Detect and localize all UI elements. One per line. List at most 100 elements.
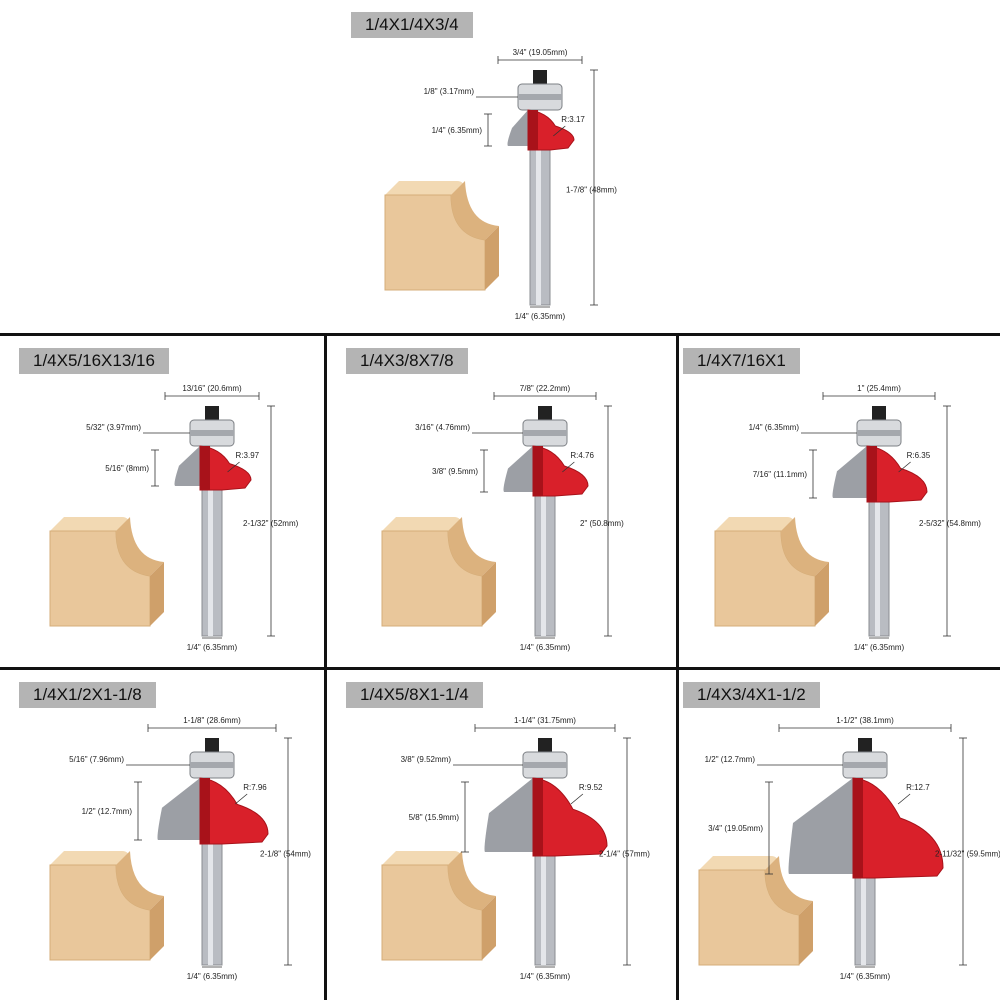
product-panel-1: 1/4X1/4X3/4 3/4" (19.05mm) 1/8" (3.17mm) 1/… (0, 0, 1000, 333)
product-panel-3: 1/4X3/8X7/8 7/8" (22.2mm)3/16" (4.76mm)3/… (327, 336, 676, 667)
wood-profile-face (116, 851, 164, 910)
bearing-groove (190, 762, 234, 768)
radius-pointer (570, 793, 584, 805)
bearing-groove (518, 94, 562, 100)
router-bit (507, 70, 575, 306)
wood-side-face (485, 226, 499, 290)
overall-length-label: 2-1/32" (52mm) (243, 519, 299, 528)
wood-sample (714, 517, 829, 627)
wood-sample (384, 181, 499, 291)
radius-pointer (898, 461, 911, 473)
divider-top (0, 333, 1000, 336)
overall-width-label: 7/8" (22.2mm) (520, 384, 571, 393)
carbide-tip (832, 446, 867, 498)
bearing-offset-label: 5/16" (7.96mm) (69, 755, 124, 764)
wood-top-face (715, 517, 795, 531)
router-bit-diagram: 13/16" (20.6mm) 5/32" (3.97mm) 5/16" (8mm)… (49, 384, 299, 652)
router-bit-diagram: 7/8" (22.2mm)3/16" (4.76mm)3/8" (9.5mm)R… (381, 384, 624, 652)
bearing-screw (538, 406, 552, 420)
wood-side-face (482, 562, 496, 626)
carbide-tip (174, 446, 200, 486)
cutter-shade (533, 778, 543, 856)
size-title-tag: 1/4X3/4X1-1/2 (683, 682, 820, 708)
router-bit-diagram: 1-1/8" (28.6mm)5/16" (7.96mm)1/2" (12.7m… (49, 716, 311, 981)
overall-length-label: 2-11/32" (59.5mm) (935, 850, 1000, 859)
radius-label: R:12.7 (906, 783, 930, 792)
product-panel-2: 1/4X5/16X13/16 13/16" (20.6mm) 5/32" (3.97… (0, 336, 324, 667)
cutter-shade (528, 110, 538, 150)
dimension-annotations: 1" (25.4mm)1/4" (6.35mm)7/16" (11.1mm)R:… (749, 384, 982, 652)
wood-top-face (385, 181, 465, 195)
bearing-offset-label: 5/32" (3.97mm) (86, 423, 141, 432)
carbide-tip (788, 778, 853, 874)
radius-pointer (897, 793, 911, 805)
product-panel-6: 1/4X5/8X1-1/4 1-1/4" (31.75mm)3/8" (9.52m… (327, 670, 676, 1000)
bearing-offset-label: 1/8" (3.17mm) (424, 87, 475, 96)
shank-highlight (875, 502, 880, 636)
cut-height-label: 3/4" (19.05mm) (708, 824, 763, 833)
bearing-screw (533, 70, 547, 84)
cutter-shade (200, 778, 210, 844)
radius-label: R:3.17 (561, 115, 585, 124)
cut-height-label: 3/8" (9.5mm) (432, 467, 478, 476)
radius-label: R:7.96 (243, 783, 267, 792)
cutter-shade (853, 778, 863, 878)
size-title-tag: 1/4X3/8X7/8 (346, 348, 468, 374)
radius-pointer (562, 461, 575, 473)
dimension-annotations: 1-1/8" (28.6mm)5/16" (7.96mm)1/2" (12.7m… (69, 716, 311, 981)
bearing-groove (523, 430, 567, 436)
router-bit (484, 738, 608, 966)
router-bit (788, 738, 944, 966)
wood-top-face (699, 856, 779, 870)
shank-dia-label: 1/4" (6.35mm) (515, 312, 566, 321)
wood-side-face (799, 901, 813, 965)
router-bit-diagram: 3/4" (19.05mm) 1/8" (3.17mm) 1/4" (6.35mm)… (384, 48, 617, 321)
router-bit-diagram: 1-1/4" (31.75mm)3/8" (9.52mm)5/8" (15.9m… (381, 716, 651, 981)
radius-label: R:3.97 (236, 451, 260, 460)
overall-width-label: 1" (25.4mm) (857, 384, 901, 393)
overall-length-label: 2-5/32" (54.8mm) (919, 519, 981, 528)
shank-dia-label: 1/4" (6.35mm) (854, 643, 905, 652)
bearing-offset-label: 1/4" (6.35mm) (749, 423, 800, 432)
size-title-tag: 1/4X5/8X1-1/4 (346, 682, 483, 708)
shank-dia-label: 1/4" (6.35mm) (187, 972, 238, 981)
size-title-tag: 1/4X1/4X3/4 (351, 12, 473, 38)
divider-row2-left (324, 333, 327, 669)
bearing-screw (872, 406, 886, 420)
cutter-shade (867, 446, 877, 502)
shank-dia-label: 1/4" (6.35mm) (520, 972, 571, 981)
wood-sample (698, 856, 813, 966)
divider-middle (0, 667, 1000, 670)
dimension-annotations: 13/16" (20.6mm) 5/32" (3.97mm) 5/16" (8mm)… (86, 384, 298, 652)
overall-length-label: 2" (50.8mm) (580, 519, 624, 528)
radius-label: R:9.52 (579, 783, 603, 792)
cutter-body (852, 777, 944, 879)
cutter-body (532, 777, 608, 857)
shank-highlight (541, 496, 546, 636)
cut-height-label: 5/16" (8mm) (105, 464, 149, 473)
wood-side-face (482, 896, 496, 960)
shank-dia-label: 1/4" (6.35mm) (187, 643, 238, 652)
dimension-annotations: 1-1/4" (31.75mm)3/8" (9.52mm)5/8" (15.9m… (401, 716, 651, 981)
wood-side-face (815, 562, 829, 626)
radius-pointer (553, 125, 566, 137)
wood-profile-face (116, 517, 164, 576)
shank-highlight (536, 150, 541, 305)
overall-width-label: 1-1/4" (31.75mm) (514, 716, 576, 725)
cutter-body (199, 445, 252, 491)
carbide-tip (157, 778, 200, 840)
cutter-body (199, 777, 269, 845)
overall-width-label: 13/16" (20.6mm) (182, 384, 242, 393)
cutter-body (527, 109, 575, 151)
wood-profile-face (765, 856, 813, 915)
shank-dia-label: 1/4" (6.35mm) (840, 972, 891, 981)
wood-profile-face (448, 851, 496, 910)
overall-width-label: 3/4" (19.05mm) (513, 48, 568, 57)
cutter-body (866, 445, 928, 503)
overall-width-label: 1-1/8" (28.6mm) (183, 716, 241, 725)
cutter-shade (200, 446, 210, 490)
size-title-tag: 1/4X5/16X13/16 (19, 348, 169, 374)
bearing-groove (190, 430, 234, 436)
